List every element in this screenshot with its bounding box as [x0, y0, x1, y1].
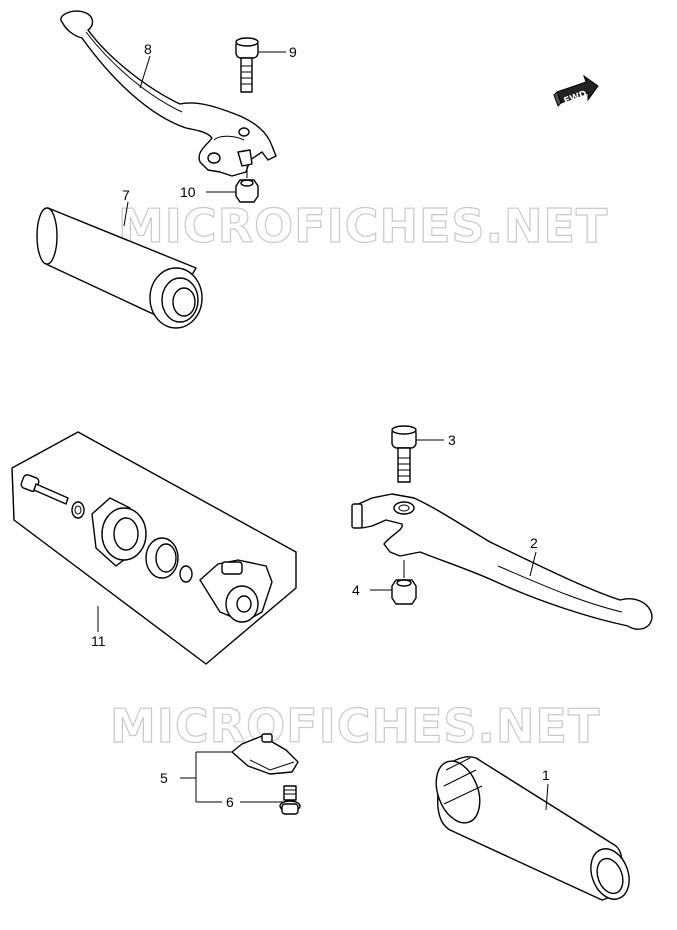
lever-right-part-2: [351, 493, 653, 630]
lever-top-part-8: [60, 10, 277, 177]
nut-part-10: [235, 179, 259, 203]
callout-8: 8: [144, 41, 152, 57]
callout-10: 10: [180, 184, 196, 200]
bolt-part-9: [235, 37, 259, 93]
callout-11: 11: [91, 633, 106, 649]
callout-5: 5: [160, 770, 168, 786]
kit-box-part-11: [11, 431, 297, 665]
callout-2: 2: [530, 535, 538, 551]
screw-part-6: [279, 785, 301, 815]
grip-right-part-1: [435, 756, 630, 901]
grip-left-part-7: [36, 207, 203, 329]
callout-3: 3: [448, 432, 456, 448]
switch-part-5: [231, 733, 299, 775]
callout-9: 9: [289, 44, 297, 60]
bolt-part-3: [391, 425, 417, 483]
watermark-top: MICROFICHES.NET: [118, 199, 608, 253]
watermark-bottom: MICROFICHES.NET: [110, 699, 600, 753]
callout-7: 7: [122, 187, 130, 203]
forward-arrow-icon: FWD: [553, 74, 599, 107]
callout-6: 6: [226, 794, 234, 810]
nut-part-4: [391, 560, 417, 605]
callout-1: 1: [542, 767, 550, 783]
callout-4: 4: [352, 582, 360, 598]
